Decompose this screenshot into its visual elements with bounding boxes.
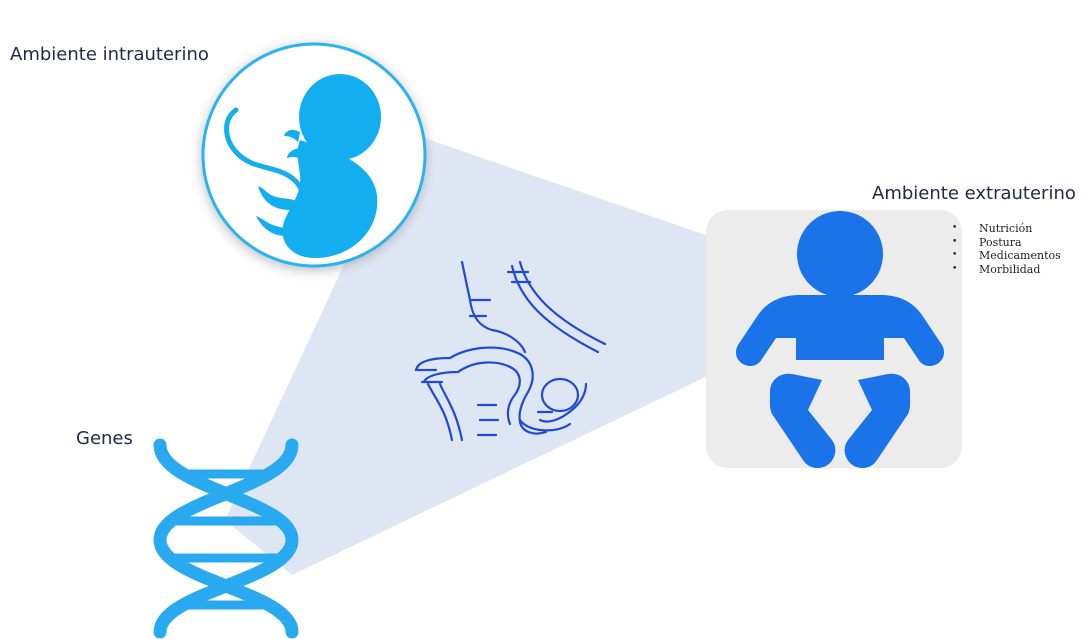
factor-item: Nutrición bbox=[952, 222, 1061, 236]
factor-item: Morbilidad bbox=[952, 263, 1061, 277]
label-extrauterine: Ambiente extrauterino bbox=[872, 183, 1076, 204]
extrauterine-factors-list: Nutrición Postura Medicamentos Morbilida… bbox=[952, 222, 1061, 276]
factor-item: Postura bbox=[952, 236, 1061, 250]
label-genes: Genes bbox=[76, 428, 133, 449]
factor-item: Medicamentos bbox=[952, 249, 1061, 263]
label-intrauterine: Ambiente intrauterino bbox=[10, 44, 209, 65]
